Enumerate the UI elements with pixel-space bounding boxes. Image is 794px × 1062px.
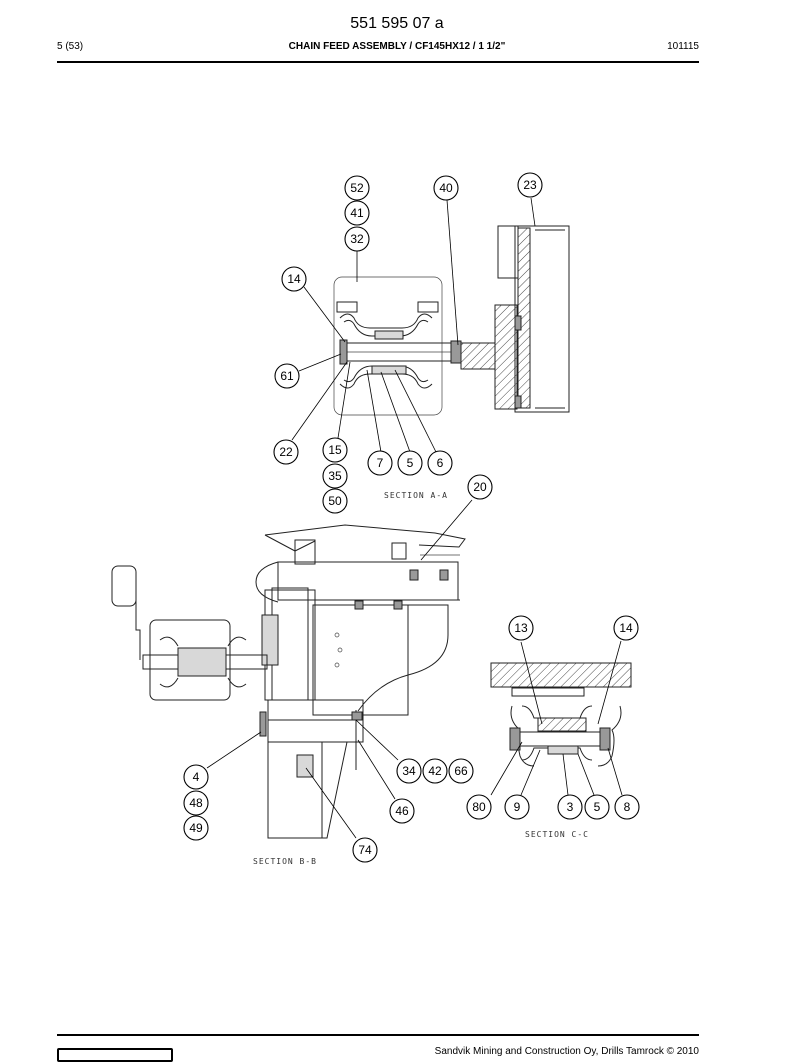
callout-40: 40 [433,175,459,201]
page-title: CHAIN FEED ASSEMBLY / CF145HX12 / 1 1/2" [288,41,506,52]
svg-text:35: 35 [328,469,342,483]
svg-text:61: 61 [280,369,294,383]
callout-34: 34 [396,758,422,784]
svg-text:13: 13 [514,621,528,635]
callout-4: 4 [183,764,209,790]
section-label-c-c: SECTION C-C [525,830,589,839]
section-a-a-drawing [333,225,570,416]
callout-46: 46 [389,798,415,824]
callout-74: 74 [352,837,378,863]
svg-text:15: 15 [328,443,342,457]
callout-14: 14 [281,266,307,292]
callout-23: 23 [517,172,543,198]
callout-61: 61 [274,363,300,389]
svg-text:40: 40 [439,181,453,195]
callout-3: 3 [557,794,583,820]
callout-49: 49 [183,815,209,841]
page-reference: 5 (53) [57,41,84,52]
svg-text:14: 14 [619,621,633,635]
svg-text:14: 14 [287,272,301,286]
footer-rule [57,1034,699,1036]
svg-text:20: 20 [473,480,487,494]
svg-text:32: 32 [350,232,364,246]
callout-32: 32 [344,226,370,252]
svg-text:9: 9 [514,800,521,814]
svg-text:46: 46 [395,804,409,818]
callout-9: 9 [504,794,530,820]
callout-20: 20 [467,474,493,500]
svg-text:5: 5 [594,800,601,814]
date-code: 101115 [667,41,699,52]
section-b-b-drawing [111,524,466,839]
callout-52: 52 [344,175,370,201]
svg-text:42: 42 [428,764,442,778]
callout-80: 80 [466,794,492,820]
svg-text:22: 22 [279,445,293,459]
callout-6: 6 [427,450,453,476]
svg-text:50: 50 [328,494,342,508]
svg-text:52: 52 [350,181,364,195]
callout-42: 42 [422,758,448,784]
svg-text:66: 66 [454,764,468,778]
document-number: 551 595 07 a [350,15,444,32]
callout-22: 22 [273,439,299,465]
callout-13: 13 [508,615,534,641]
callout-5: 5 [397,450,423,476]
callout-48: 48 [183,790,209,816]
svg-text:80: 80 [472,800,486,814]
leader-lines [206,197,623,839]
callout-5-c: 5 [584,794,610,820]
callout-8: 8 [614,794,640,820]
callout-15: 15 [322,437,348,463]
section-label-a-a: SECTION A-A [384,491,448,500]
callout-50: 50 [322,488,348,514]
svg-text:7: 7 [377,456,384,470]
svg-text:6: 6 [437,456,444,470]
svg-text:3: 3 [567,800,574,814]
sandvik-logo [57,1048,173,1062]
callout-14-c: 14 [613,615,639,641]
svg-text:49: 49 [189,821,203,835]
callout-66: 66 [448,758,474,784]
header-rule [57,61,699,63]
svg-text:23: 23 [523,178,537,192]
section-c-c-drawing [490,662,632,767]
footer-copyright: Sandvik Mining and Construction Oy, Dril… [434,1046,699,1057]
svg-text:4: 4 [193,770,200,784]
callout-7: 7 [367,450,393,476]
svg-text:74: 74 [358,843,372,857]
callout-41: 41 [344,200,370,226]
svg-text:8: 8 [624,800,631,814]
callout-35: 35 [322,463,348,489]
section-label-b-b: SECTION B-B [253,857,317,866]
svg-text:48: 48 [189,796,203,810]
svg-text:41: 41 [350,206,364,220]
svg-text:5: 5 [407,456,414,470]
svg-text:34: 34 [402,764,416,778]
